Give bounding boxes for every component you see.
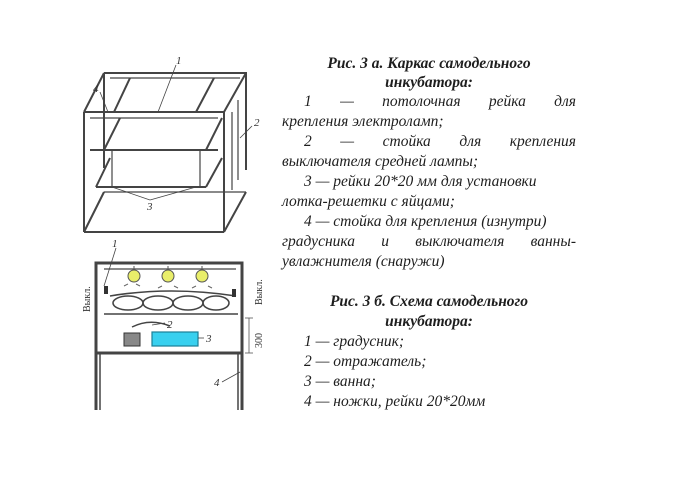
- switch-right: [232, 289, 236, 297]
- caption-a-item-2: 2 — стойка для крепления: [304, 133, 576, 150]
- caption-a-item-4-cont: градусника и выключателя ванны-: [282, 233, 576, 250]
- caption-b-item-2: 2 — отражатель;: [304, 353, 427, 370]
- dimension-line: [245, 317, 253, 354]
- caption-a-item-3: 3 — рейки 20*20 мм для установки: [304, 173, 537, 190]
- caption-fig-b: Рис. 3 б. Схема самодельного инкубатора:…: [282, 292, 576, 412]
- schematic-drawing: [94, 261, 244, 410]
- caption-b-item-1: 1 — градусник;: [304, 333, 405, 350]
- caption-a-title-1: Рис. 3 а. Каркас самодельного: [327, 55, 531, 72]
- callout-a-4: 4: [93, 83, 99, 95]
- caption-fig-a: Рис. 3 а. Каркас самодельного инкубатора…: [282, 54, 576, 272]
- switch-left: [104, 286, 108, 294]
- switch-label-left: Выкл.: [82, 286, 93, 312]
- callout-a-3: 3: [146, 201, 153, 213]
- callout-b-3: 3: [205, 333, 212, 345]
- caption-a-item-4-end: увлажнителя (снаружи): [282, 253, 445, 270]
- caption-a-item-2-cont: выключателя средней лампы;: [282, 153, 479, 170]
- lamps: [123, 266, 213, 289]
- caption-a-item-4: 4 — стойка для крепления (изнутри): [304, 213, 547, 230]
- caption-a-title-2: инкубатора:: [385, 74, 473, 91]
- thermometer: [123, 332, 141, 347]
- caption-b-title-2: инкубатора:: [385, 313, 473, 330]
- caption-b-title-1: Рис. 3 б. Схема самодельного: [329, 293, 529, 310]
- caption-b-item-4: 4 — ножки, рейки 20*20мм: [304, 393, 486, 410]
- reflector: [131, 321, 171, 328]
- caption-b-item-3: 3 — ванна;: [304, 373, 376, 390]
- callout-a-1: 1: [176, 55, 182, 67]
- callout-a-2: 2: [254, 117, 260, 129]
- callout-b-2: 2: [167, 319, 173, 331]
- callout-b-4: 4: [214, 377, 220, 389]
- frame-drawing: [83, 64, 253, 233]
- switch-label-right: Выкл.: [254, 279, 265, 305]
- water-bath: [151, 331, 199, 347]
- caption-a-item-1: 1 — потолочная рейка для: [304, 93, 576, 110]
- caption-a-item-3-cont: лотка-решетки с яйцами;: [282, 193, 455, 210]
- dimension-label: 300: [254, 333, 265, 348]
- callout-b-1: 1: [112, 238, 118, 250]
- caption-a-item-1-cont: крепления электроламп;: [282, 113, 444, 130]
